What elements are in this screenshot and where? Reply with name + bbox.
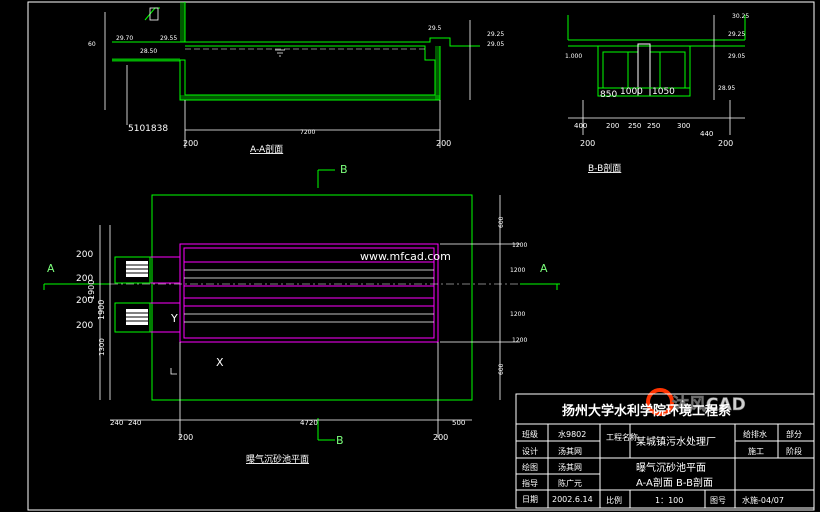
- plan-outer-boundary: [151, 194, 473, 401]
- plan-dim-bottom-1: 240: [110, 419, 123, 427]
- bb-dim-4: 250: [647, 122, 660, 130]
- aa-right-wall: [435, 46, 440, 100]
- tb-label-drawing: 绘图: [522, 462, 538, 472]
- plan-dim-left-6: 1900: [97, 300, 106, 320]
- tb-header: 扬州大学水利学院环境工程系: [562, 403, 731, 419]
- aa-dim-right: 200: [436, 139, 451, 148]
- bb-dim-3: 250: [628, 122, 641, 130]
- mfcad-logo: 沐风CAD: [646, 388, 746, 416]
- plan-cut-a-right: A: [540, 262, 548, 275]
- aa-inlet-wall: [180, 2, 185, 42]
- tb-right-top-2: 部分: [786, 429, 802, 439]
- tb-scale-value: 1：100: [655, 496, 683, 505]
- plan-title: 曝气沉砂池平面: [246, 453, 309, 465]
- tb-scale-label: 比例: [606, 495, 622, 505]
- tb-drawing-title-2: A-A剖面 B-B剖面: [636, 476, 713, 489]
- bb-dim-5: 300: [677, 122, 690, 130]
- bb-dim-6: 440: [700, 130, 713, 138]
- title-block: 扬州大学水利学院环境工程系 班级 水9802 设计 汤其网 绘图 汤其网 指导 …: [515, 393, 815, 509]
- bb-dim-8: 200: [718, 139, 733, 148]
- tb-project-label: 工程名称: [606, 432, 638, 442]
- aa-elev-5: 29.25: [487, 31, 504, 38]
- tb-label-design: 设计: [522, 446, 538, 456]
- aa-left-slab: [112, 58, 180, 62]
- plan-dim-right-6: 600: [498, 363, 505, 375]
- aa-dim-length: 7200: [300, 129, 315, 136]
- logo-swirl-icon: [646, 388, 674, 416]
- bb-elev-4: 1.000: [565, 53, 582, 60]
- plan-dim-right-3: 1200: [510, 267, 525, 274]
- tb-label-class: 班级: [522, 429, 538, 439]
- aa-dim-left: 200: [183, 139, 198, 148]
- plan-tank-outline: [179, 243, 439, 343]
- bb-dim-2: 200: [606, 122, 619, 130]
- tb-value-drawing: 汤其网: [558, 463, 582, 472]
- aa-bottom-slab: [180, 95, 440, 100]
- bb-grit-hopper-left: [627, 51, 639, 89]
- plan-dim-bottom-6: 200: [433, 433, 448, 442]
- logo-text: 沐风CAD: [672, 395, 746, 415]
- tb-value-guide: 陈广元: [558, 478, 582, 488]
- tb-right-mid-2: 阶段: [786, 446, 802, 456]
- aa-elev-4: 29.5: [428, 25, 442, 32]
- plan-dim-bottom-2: 240: [128, 419, 141, 427]
- tb-drawing-no-value: 水施-04/07: [742, 495, 784, 505]
- tb-value-date: 2002.6.14: [552, 495, 593, 504]
- tb-drawing-no-label: 图号: [710, 496, 726, 505]
- plan-dim-left-2: 200: [76, 274, 93, 284]
- tb-label-guide: 指导: [522, 478, 538, 488]
- plan-dim-bottom-5: 200: [178, 433, 193, 442]
- aa-section-title: A-A剖面: [250, 143, 283, 155]
- plan-dim-right-1: 600: [498, 216, 505, 228]
- plan-dim-right-4: 1200: [510, 311, 525, 318]
- plan-dim-left-7: 1300: [98, 338, 106, 356]
- tb-label-date: 日期: [522, 495, 538, 504]
- plan-dim-bottom-4: 500: [452, 419, 465, 427]
- aa-elev-2: 29.55: [160, 35, 177, 42]
- aa-elev-small: 60: [88, 41, 96, 48]
- plan-marker-y: Y: [170, 312, 178, 325]
- aa-elev-6: 29.05: [487, 41, 504, 48]
- tb-drawing-title-1: 曝气沉砂池平面: [636, 461, 706, 474]
- bb-dim-1000: 1000: [620, 87, 643, 97]
- tb-right-mid-1: 施工: [748, 446, 764, 456]
- plan-dim-right-5: 1200: [512, 337, 527, 344]
- watermark-text: www.mfcad.com: [360, 250, 451, 263]
- bb-elev-2: 29.25: [728, 31, 745, 38]
- bb-dim-1050: 1050: [652, 87, 675, 97]
- bb-grit-hopper-right: [649, 51, 661, 89]
- plan-view: A A B B 200 200 200 200 1900 1900 1300 6…: [43, 163, 560, 465]
- plan-cut-b-top: B: [340, 163, 348, 176]
- tb-right-top-1: 给排水: [743, 429, 767, 439]
- bb-section-title: B-B剖面: [588, 162, 621, 174]
- plan-dim-bottom-3: 4720: [300, 419, 318, 427]
- plan-cut-a-left: A: [47, 262, 55, 275]
- section-aa: 29.70 29.55 28.50 29.5 29.25 29.05 60 72…: [88, 2, 504, 155]
- plan-dim-right-2: 1200: [512, 242, 527, 249]
- plan-dim-left-1: 200: [76, 250, 93, 260]
- plan-dim-left-4: 200: [76, 321, 93, 331]
- tb-value-class: 水9802: [558, 429, 586, 439]
- aa-elev-3: 28.50: [140, 48, 157, 55]
- tb-project-value: 某城镇污水处理厂: [636, 435, 716, 448]
- aa-side-label: 5101838: [128, 124, 168, 134]
- plan-marker-x: X: [216, 356, 224, 369]
- bb-elev-5: 28.95: [718, 85, 735, 92]
- bb-dim-850: 850: [600, 90, 617, 100]
- plan-cut-b-bottom: B: [336, 434, 344, 447]
- aa-elev-1: 29.70: [116, 35, 133, 42]
- plan-dim-left-3: 200: [76, 296, 93, 306]
- tb-value-design: 汤其网: [558, 447, 582, 456]
- drawing-frame: [27, 1, 815, 511]
- bb-dim-1: 400: [574, 122, 587, 130]
- section-bb: 30.25 29.25 29.05 1.000 28.95 850 1000 1…: [565, 13, 749, 174]
- plan-dim-left-5: 1900: [87, 280, 96, 300]
- bb-elev-1: 30.25: [732, 13, 749, 20]
- bb-elev-3: 29.05: [728, 53, 745, 60]
- bb-dim-7: 200: [580, 139, 595, 148]
